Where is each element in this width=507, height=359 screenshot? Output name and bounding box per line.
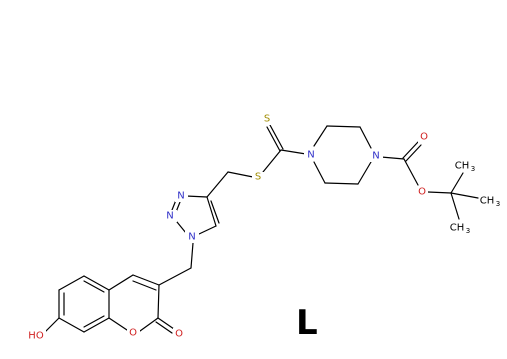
bond-c-npip — [280, 149, 307, 155]
atom-ch3-bottom: CH — [450, 223, 465, 234]
bond-tbu-top — [450, 172, 464, 194]
atom-hydroxyl: HO — [28, 331, 44, 342]
atom-o-ring: O — [129, 328, 137, 339]
bond-c8a-o1 — [108, 317, 128, 331]
bond-c3-c4-b — [132, 280, 157, 291]
bond-pip-6 — [313, 161, 326, 184]
bond-tz-n3-c4 — [185, 195, 208, 198]
bond-ch2-c4 — [206, 171, 229, 198]
atom-o-carbonyl: O — [420, 132, 428, 143]
atom-n-piperazine-2: N — [372, 151, 379, 162]
bond-tbu-right — [450, 192, 479, 199]
bond-tz-c5-n1 — [198, 225, 217, 235]
bond-c2-o-a — [157, 317, 175, 330]
bond-bz-1b — [83, 280, 105, 293]
atom-o-lactone: O — [175, 329, 183, 340]
bonds — [43, 124, 479, 334]
atom-n-piperazine-1: N — [307, 150, 314, 161]
atom-n-triazole-2: N — [166, 211, 173, 222]
atom-ch3-top: CH — [455, 161, 470, 172]
atom-n-triazole-1: N — [188, 232, 195, 243]
bond-n1-ch2 — [190, 242, 194, 269]
bond-tz-c4-c5 — [206, 196, 217, 227]
atom-o-ester: O — [418, 187, 426, 198]
atom-s-thioether: S — [255, 172, 261, 183]
bond-s-ch2 — [227, 171, 254, 178]
bond-tz-c4-c5-b — [210, 200, 220, 224]
bond-bz-1 — [83, 275, 110, 291]
bond-npip-cco — [380, 156, 405, 160]
bond-o1-c2 — [139, 317, 159, 332]
bond-pip-1 — [313, 125, 328, 147]
bond-pip-2 — [326, 125, 361, 128]
bond-tz-n1-n2 — [176, 221, 187, 234]
bond-c3-c4 — [132, 274, 160, 286]
bond-c2-o-b — [155, 321, 173, 334]
bond-bz-4 — [58, 317, 85, 333]
atom-labels: S S N N O O CH 3 CH 3 CH 3 N N N HO O O — [26, 113, 500, 342]
bond-cs-double-b — [269, 124, 284, 150]
bond-co-double-b — [405, 144, 422, 162]
bond-cs-double-a — [266, 126, 281, 152]
bond-co-double-a — [402, 141, 419, 159]
atom-s-thione: S — [264, 114, 270, 125]
atom-ch3-right-sub: 3 — [496, 200, 500, 208]
atom-n-triazole-3: N — [177, 191, 184, 202]
bond-c4-c4a — [108, 274, 134, 291]
bond-bz-2 — [58, 275, 85, 291]
bond-c2-c3 — [157, 284, 160, 319]
atom-ch3-top-sub: 3 — [471, 165, 475, 173]
bond-oester-ctbu — [427, 191, 452, 194]
bond-c-oester — [403, 158, 419, 186]
bond-pip-4 — [357, 161, 372, 185]
compound-label: L — [296, 303, 318, 343]
atom-ch3-right: CH — [480, 196, 495, 207]
bond-bz-5 — [83, 317, 110, 333]
bond-bz-5b — [83, 315, 105, 328]
bond-tbu-bottom — [450, 192, 460, 220]
bond-ch2-c3 — [158, 267, 192, 286]
bond-pip-5 — [324, 182, 359, 185]
atom-ch3-bottom-sub: 3 — [466, 227, 470, 235]
bond-pip-3 — [359, 126, 372, 149]
bond-c-s — [262, 149, 282, 173]
bond-c7-oh — [43, 317, 60, 334]
